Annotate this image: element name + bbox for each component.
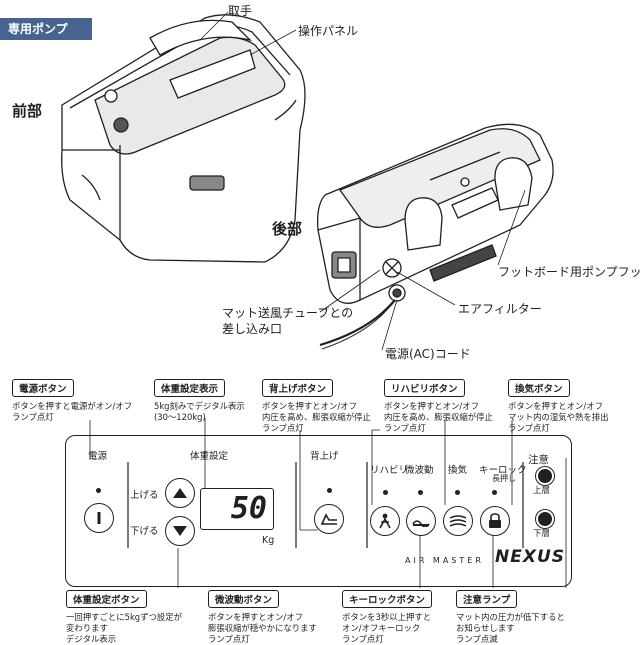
micro-wave-button[interactable] [406, 506, 436, 536]
handle-label: 取手 [228, 4, 253, 18]
upper-caution-lamp [536, 467, 554, 485]
triangle-down-icon [173, 526, 187, 536]
power-button[interactable] [84, 503, 114, 533]
callout-desc: ボタンを押すとオン/オフ マット内の湿気や熱を排出 ランプ点灯 [508, 401, 609, 433]
callout-title: 体重設定表示 [154, 379, 226, 397]
back-raise-lamp [327, 488, 332, 493]
callout-back-raise: 背上げボタン ボタンを押すとオン/オフ 内圧を高め、膨張収縮が停止 ランプ点灯 [262, 377, 382, 434]
control-panel-label: 操作パネル [298, 24, 359, 38]
callout-title: 体重設定ボタン [66, 590, 147, 608]
callout-keylock: キーロックボタン ボタンを3秒以上押すと オン/オフキーロック ランプ点灯 [342, 588, 454, 645]
panel-ventilation-label: 換気 [448, 465, 468, 476]
air-filter-label: エアフィルター [458, 302, 542, 316]
front-label: 前部 [12, 102, 43, 120]
callout-title: 背上げボタン [262, 379, 334, 397]
ventilation-lamp [455, 490, 460, 495]
callout-desc: ボタンを押すと電源がオン/オフ ランプ点灯 [12, 401, 133, 422]
up-label: 上げる [130, 490, 159, 501]
rear-label: 後部 [272, 220, 303, 238]
triangle-up-icon [173, 488, 187, 498]
micro-wave-lamp [418, 490, 423, 495]
callout-micro-wave: 微波動ボタン ボタンを押すとオン/オフ 膨張収縮が穏やかになります ランプ点灯 [208, 588, 340, 645]
panel-keylock-sub-label: 長押し [492, 474, 516, 483]
panel-keylock-label: キーロック [479, 465, 527, 476]
callout-title: 注意ランプ [456, 590, 518, 608]
weight-display: 50 [200, 488, 274, 530]
panel-power-label: 電源 [88, 451, 108, 462]
power-icon [97, 512, 101, 524]
callout-ventilation: 換気ボタン ボタンを押すとオン/オフ マット内の湿気や熱を排出 ランプ点灯 [508, 377, 636, 434]
airflow-icon [449, 515, 467, 527]
power-lamp [96, 488, 101, 493]
callout-title: 微波動ボタン [208, 590, 280, 608]
ventilation-button[interactable] [443, 506, 473, 536]
rear-pump-illustration [317, 123, 554, 350]
callout-desc: ボタンを押すとオン/オフ 膨張収縮が穏やかになります ランプ点灯 [208, 612, 317, 644]
panel-caution-label: 注意 [528, 454, 549, 466]
callout-power: 電源ボタン ボタンを押すと電源がオン/オフ ランプ点灯 [12, 377, 152, 423]
lock-icon [489, 513, 501, 528]
power-cord-label: 電源(AC)コード [385, 347, 471, 361]
wave-mattress-icon [412, 520, 430, 527]
weight-down-button[interactable] [165, 516, 195, 546]
callout-weight-display: 体重設定表示 5kg刻みでデジタル表示 (30～120kg) [154, 377, 264, 423]
lower-caution-lamp [536, 510, 554, 528]
panel-rehab-label: リハビリ [370, 465, 409, 476]
brand-logo: NEXUS [495, 547, 565, 567]
unit-label: Kg [262, 535, 275, 546]
callout-rehab: リハビリボタン ボタンを押すとオン/オフ 内圧を高め、膨張収縮が停止 ランプ点灯 [384, 377, 504, 434]
rehab-lamp [383, 490, 388, 495]
panel-back-raise-label: 背上げ [310, 451, 339, 462]
keylock-lamp [492, 490, 497, 495]
callout-desc: ボタンを押すとオン/オフ 内圧を高め、膨張収縮が停止 ランプ点灯 [262, 401, 371, 433]
pump-illustrations [61, 11, 554, 351]
rehab-button[interactable] [370, 506, 400, 536]
callout-title: 換気ボタン [508, 379, 570, 397]
callout-title: 電源ボタン [12, 379, 74, 397]
tube-inlet-label: マット送風チューブとの 差し込み口 [222, 306, 354, 336]
keylock-button[interactable] [480, 506, 510, 536]
front-pump-illustration [61, 14, 306, 263]
brand-small: AIR MASTER [405, 556, 484, 565]
footboard-hook-label: フットボード用ポンプフック [498, 265, 640, 279]
callout-desc: マット内の圧力が低下すると お知らせします ランプ点滅 [456, 612, 565, 644]
callout-desc: 5kg刻みでデジタル表示 (30～120kg) [154, 401, 245, 422]
callout-title: リハビリボタン [384, 379, 465, 397]
bed-recline-icon [321, 513, 337, 525]
upper-label: 上層 [533, 486, 551, 496]
weight-up-button[interactable] [165, 478, 195, 508]
lower-label: 下層 [533, 529, 551, 539]
callout-title: キーロックボタン [342, 590, 433, 608]
callout-weight-button: 体重設定ボタン 一回押すごとに5kgずつ設定が 変わります デジタル表示 [66, 588, 206, 645]
panel-weight-label: 体重設定 [190, 451, 229, 462]
panel-micro-label: 微波動 [405, 465, 434, 476]
callout-desc: ボタンを3秒以上押すと オン/オフキーロック ランプ点灯 [342, 612, 432, 644]
person-icon [379, 513, 391, 529]
callout-desc: ボタンを押すとオン/オフ 内圧を高め、膨張収縮が停止 ランプ点灯 [384, 401, 493, 433]
callout-desc: 一回押すごとに5kgずつ設定が 変わります デジタル表示 [66, 612, 182, 644]
callout-caution-lamp: 注意ランプ マット内の圧力が低下すると お知らせします ランプ点滅 [456, 588, 636, 645]
section-tag: 専用ポンプ [0, 18, 92, 40]
down-label: 下げる [130, 526, 159, 537]
back-raise-button[interactable] [314, 504, 344, 534]
